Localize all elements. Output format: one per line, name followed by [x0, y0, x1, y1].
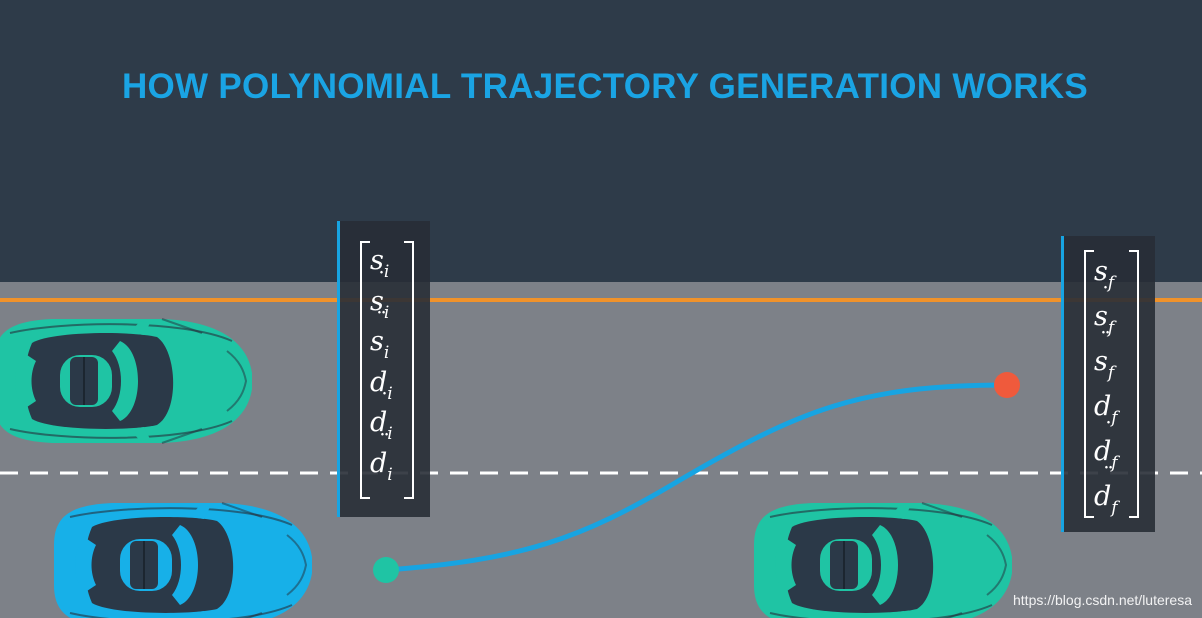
derivative-dots: ¨	[1103, 464, 1114, 489]
state-variable: s	[370, 285, 384, 317]
initial-state-row: di	[370, 367, 408, 408]
derivative-dots: ˙	[1100, 284, 1111, 309]
derivative-dots: ¨	[1100, 329, 1111, 354]
right-bracket	[1129, 250, 1139, 518]
state-variable: s	[370, 245, 384, 276]
right-bracket	[404, 241, 414, 499]
initial-state-row: si ˙	[370, 269, 408, 327]
state-variable: s	[1094, 301, 1108, 332]
derivative-dots: ¨	[376, 309, 387, 334]
state-subscript: f	[1107, 363, 1115, 383]
initial-state-row: di ˙	[370, 390, 408, 448]
final-state-row: sf ¨	[1094, 329, 1133, 391]
state-subscript: f	[1107, 273, 1115, 293]
watermark: https://blog.csdn.net/luteresa	[1013, 592, 1192, 608]
state-subscript: i	[383, 302, 390, 323]
state-variable: d	[370, 407, 388, 438]
final-state-row: sf	[1094, 256, 1133, 301]
left-bracket	[360, 241, 370, 499]
initial-state-row: si	[370, 245, 408, 286]
derivative-dots: ˙	[1103, 419, 1114, 444]
state-subscript: i	[383, 262, 390, 282]
derivative-dots: ¨	[379, 430, 390, 456]
road-edge-line	[0, 298, 1202, 302]
derivative-dots: ˙	[376, 268, 387, 294]
state-variable: d	[1094, 481, 1112, 512]
state-variable: d	[1094, 436, 1112, 467]
start-point	[373, 557, 399, 583]
state-subscript: i	[387, 424, 393, 444]
left-bracket	[1084, 250, 1094, 518]
derivative-dots: ˙	[379, 390, 390, 415]
initial-state-row: di ¨	[370, 431, 408, 489]
final-state-row: df ˙	[1094, 419, 1133, 481]
state-subscript: f	[1111, 408, 1118, 428]
state-variable: s	[370, 326, 384, 357]
final-state-row: df ¨	[1094, 464, 1133, 526]
final-state-row: sf ˙	[1094, 284, 1133, 346]
state-subscript: f	[1107, 318, 1115, 338]
state-subscript: i	[387, 383, 393, 404]
car-left-top	[0, 318, 253, 444]
slide-title: HOW POLYNOMIAL TRAJECTORY GENERATION WOR…	[121, 67, 1089, 107]
state-variable: d	[1094, 391, 1112, 422]
trajectory-curve	[383, 382, 1010, 573]
state-subscript: i	[383, 343, 390, 363]
end-point	[994, 372, 1020, 398]
final-state-row: df	[1094, 391, 1133, 436]
initial-state-row: si ¨	[370, 309, 408, 367]
state-variable: s	[1094, 256, 1108, 287]
state-subscript: f	[1111, 498, 1118, 518]
car-left-bottom	[53, 502, 313, 618]
state-subscript: f	[1111, 453, 1118, 473]
state-variable: d	[370, 366, 388, 398]
car-right-bottom	[753, 502, 1013, 618]
state-subscript: i	[387, 464, 393, 485]
state-variable: d	[370, 447, 388, 479]
state-variable: s	[1094, 346, 1108, 377]
